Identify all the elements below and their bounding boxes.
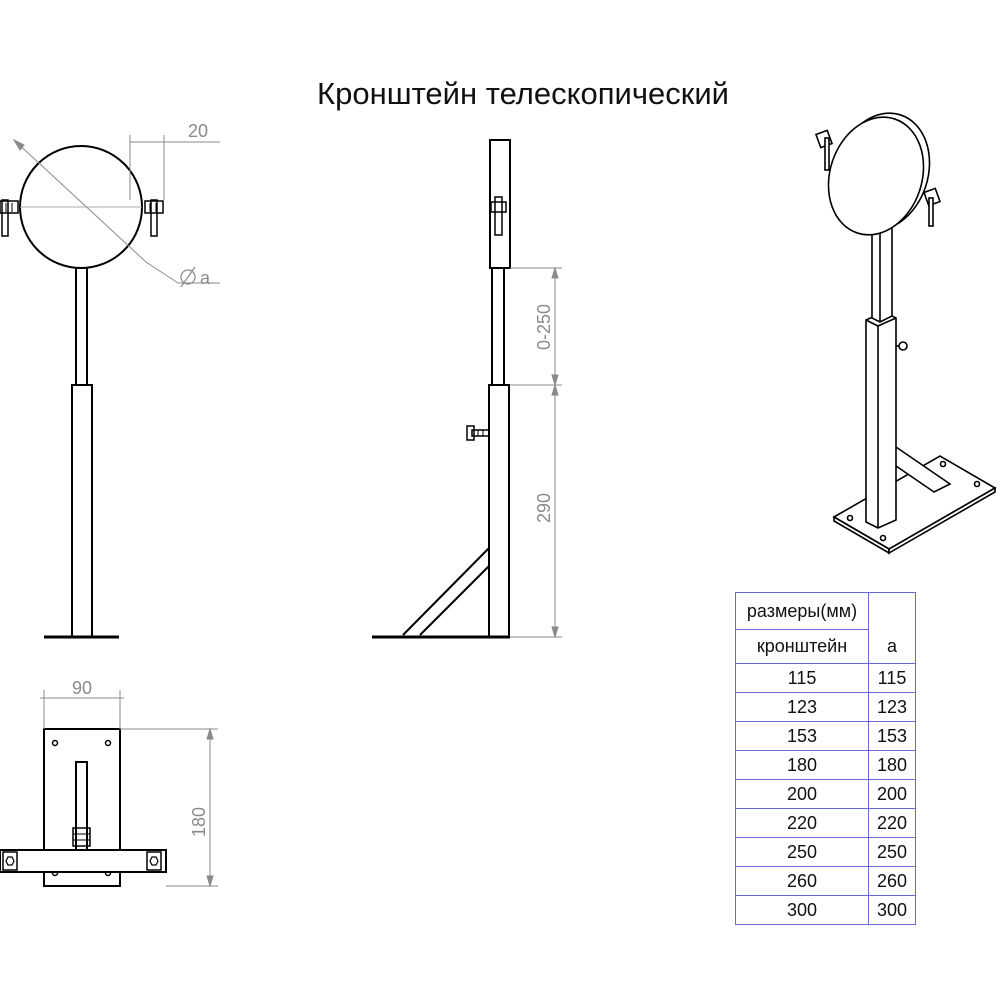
isometric-view	[814, 112, 997, 555]
front-view-dimensions	[12, 135, 220, 284]
dim-lower-height: 290	[534, 493, 554, 523]
brace-inner	[419, 565, 490, 636]
iso-lower-post	[865, 311, 897, 529]
diameter-text: a	[200, 268, 211, 288]
header-a: a	[868, 629, 916, 664]
dim-telescopic-range: 0-250	[534, 304, 554, 350]
dim-base-length: 180	[189, 807, 209, 837]
iso-right-clamp	[922, 187, 942, 207]
right-clamp-bolt	[150, 199, 158, 237]
right-clamp-nut	[144, 200, 164, 214]
header-bracket: кронштейн	[735, 629, 869, 664]
dim-ring-gap: 20	[188, 121, 208, 141]
dim-base-width: 90	[72, 678, 92, 698]
lower-post	[71, 384, 93, 638]
side-lower-post	[488, 384, 510, 638]
diameter-label: a	[180, 266, 211, 288]
header-sizes-mm: размеры(мм)	[735, 592, 869, 630]
side-view	[372, 139, 511, 639]
side-upper-post	[491, 267, 505, 386]
left-clamp-nut	[0, 200, 19, 214]
brace-outer	[402, 547, 490, 636]
crossbar	[0, 849, 167, 873]
side-clamp-bolt	[494, 196, 503, 236]
adjust-screw-head	[466, 425, 475, 441]
table-header-row: кронштейн a	[735, 629, 916, 664]
side-clamp-nut	[490, 201, 507, 213]
iso-upper-post	[871, 221, 893, 323]
post-top	[75, 761, 88, 851]
left-clamp-bolt	[1, 199, 9, 237]
diameter-icon	[180, 269, 196, 285]
table-header-row: размеры(мм)	[735, 592, 916, 630]
upper-post	[75, 267, 88, 386]
side-clamp-plate	[489, 139, 511, 269]
base-plate	[43, 728, 121, 887]
top-view-dimensions	[40, 690, 218, 888]
side-view-dimensions	[510, 266, 562, 639]
top-view	[0, 728, 167, 887]
iso-ring-front	[827, 116, 925, 236]
front-view	[0, 145, 164, 639]
clamp-block	[72, 827, 91, 847]
header-empty	[868, 592, 916, 630]
page-title: Кронштейн телескопический	[317, 76, 729, 111]
adjust-screw	[471, 429, 490, 437]
